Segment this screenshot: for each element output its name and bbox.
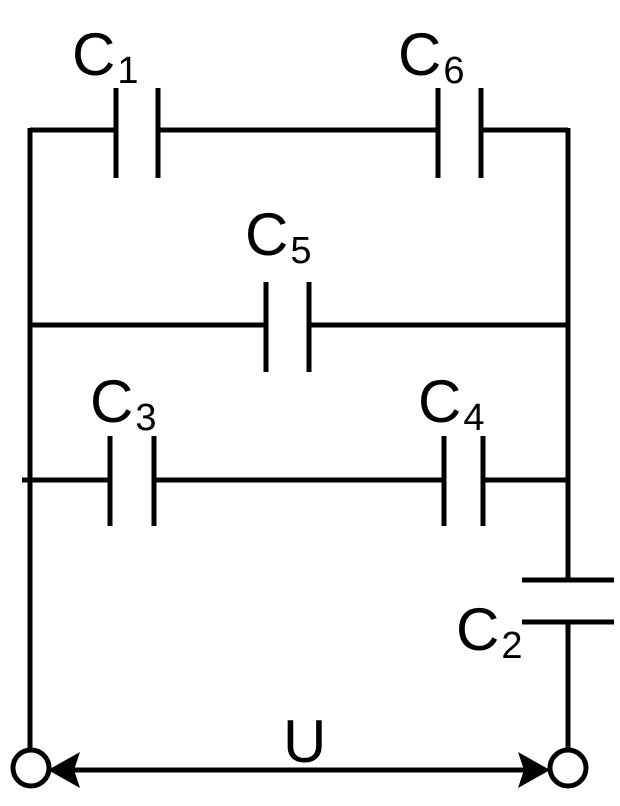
arrowhead-left-icon <box>48 752 80 788</box>
voltage-arrow <box>48 752 550 788</box>
label-c4: C4 <box>418 368 484 439</box>
label-voltage-u: U <box>283 708 326 775</box>
label-c1: C1 <box>72 21 138 92</box>
label-c2: C2 <box>456 596 522 667</box>
terminal-right-icon <box>547 747 589 789</box>
branch-lower <box>22 436 568 526</box>
terminal-left-icon <box>10 747 52 789</box>
label-c5: C5 <box>245 201 311 272</box>
branch-top <box>30 88 568 178</box>
label-c3: C3 <box>90 368 156 439</box>
capacitor-c2 <box>522 577 614 625</box>
branch-middle <box>30 282 568 372</box>
label-c6: C6 <box>398 21 464 92</box>
arrowhead-right-icon <box>518 752 550 788</box>
